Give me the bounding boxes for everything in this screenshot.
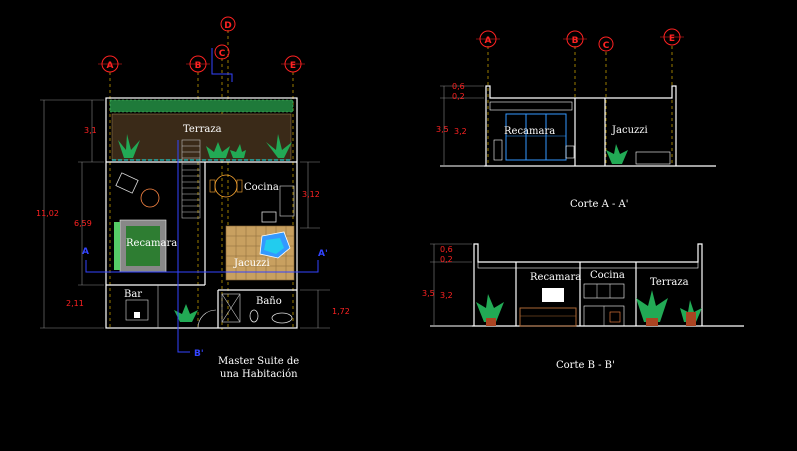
dim-left-mid: 6,59 [74, 219, 92, 228]
dim-right-bottom: 1,72 [332, 307, 350, 316]
room-label-bar: Bar [124, 289, 142, 300]
bb-room-cocina: Cocina [590, 270, 625, 281]
cut-line-b: B' [177, 48, 233, 359]
axis-bubble-e-aa: E [660, 28, 684, 46]
bb-level-1: 0,6 [440, 245, 453, 254]
aa-axis-c: C [603, 41, 610, 51]
kitchen-sink [261, 211, 277, 223]
bb-room-recamara: Recamara [530, 272, 581, 283]
cut-label-b: B' [194, 349, 204, 359]
garden-strip [110, 100, 293, 112]
bar-counter [125, 299, 149, 321]
aa-window [493, 113, 575, 161]
plan-title-line1: Master Suite de [218, 356, 299, 367]
bb-picture [542, 288, 564, 302]
bb-height-inner: 3,2 [440, 291, 453, 300]
aa-height-inner: 3,2 [454, 127, 467, 136]
bb-bed [519, 307, 577, 327]
aa-bench [635, 151, 671, 165]
aa-axis-e: E [669, 34, 675, 44]
axis-bubble-c-aa: C [598, 36, 614, 52]
axis-bubble-b-aa: B [563, 30, 587, 48]
axis-bubble-a-aa: A [476, 30, 500, 48]
aa-level-2: 0,2 [452, 92, 465, 101]
aa-room-recamara: Recamara [504, 126, 555, 137]
bb-title: Corte B - B' [556, 360, 615, 371]
axis-label-d: D [224, 21, 231, 31]
dining-set [209, 174, 243, 198]
room-label-jacuzzi: Jacuzzi [233, 258, 270, 269]
entry-plant-icon [174, 304, 217, 329]
plan-title-line2: una Habitación [220, 369, 298, 380]
jacuzzi-area [225, 225, 295, 281]
terrace-deck [111, 113, 292, 161]
axis-bubble-c: C [214, 44, 230, 60]
cut-line-a: A A' [82, 247, 328, 273]
axis-bubble-b: B [186, 55, 210, 73]
aa-height-outer: 3,5 [436, 125, 449, 134]
axis-label-e: E [290, 61, 296, 71]
dim-bottom: 2,11 [66, 299, 84, 308]
bed [114, 219, 167, 273]
aa-level-1: 0,6 [452, 82, 465, 91]
aa-axis-b: B [572, 36, 579, 46]
room-label-recamara: Recamara [126, 238, 177, 249]
aa-plant-icon [606, 144, 628, 164]
plan-dimensions: 11,02 6,59 3,1 2,11 3,12 1,72 [36, 99, 350, 329]
aa-room-jacuzzi: Jacuzzi [611, 125, 648, 136]
axis-label-c: C [219, 49, 226, 59]
bb-level-2: 0,2 [440, 255, 453, 264]
bar-stool [134, 312, 140, 318]
room-label-bano: Baño [256, 296, 282, 307]
cut-label-a: A [82, 247, 89, 257]
section-aa: A B C E [436, 28, 716, 210]
stair [181, 139, 201, 219]
bb-height-outer: 3,5 [422, 289, 435, 298]
dim-top: 3,1 [84, 126, 97, 135]
plan-outer-wall [105, 97, 298, 329]
aa-outline [485, 85, 677, 166]
bb-room-terraza: Terraza [650, 277, 689, 288]
axis-label-b: B [195, 61, 202, 71]
kitchen-counter [279, 185, 295, 217]
aa-dimensions: 0,6 0,2 3,5 3,2 [436, 82, 484, 167]
floor-plan: A B C D E [36, 16, 350, 380]
bb-kitchen-cabinets [583, 283, 625, 327]
section-bb: 0,6 0,2 3,5 3,2 Recamara Cocina Terraza … [422, 243, 744, 371]
axis-bubble-a: A [98, 55, 122, 73]
cut-label-a-prime: A' [318, 249, 328, 259]
bathroom-fixtures [221, 293, 293, 324]
dim-total: 11,02 [36, 209, 59, 218]
lounge-chairs [115, 172, 160, 208]
aa-title: Corte A - A' [570, 199, 629, 210]
bb-dimensions: 0,6 0,2 3,5 3,2 [422, 243, 472, 327]
room-label-terraza: Terraza [183, 124, 222, 135]
dim-right-mid: 3,12 [302, 190, 320, 199]
axis-label-a: A [107, 61, 114, 71]
bb-plant-icon [476, 290, 702, 322]
aa-axis-a: A [485, 36, 492, 46]
room-label-cocina: Cocina [244, 182, 279, 193]
axis-bubble-e: E [281, 55, 305, 73]
plant-icon [118, 134, 292, 158]
axis-bubble-d: D [220, 16, 236, 32]
